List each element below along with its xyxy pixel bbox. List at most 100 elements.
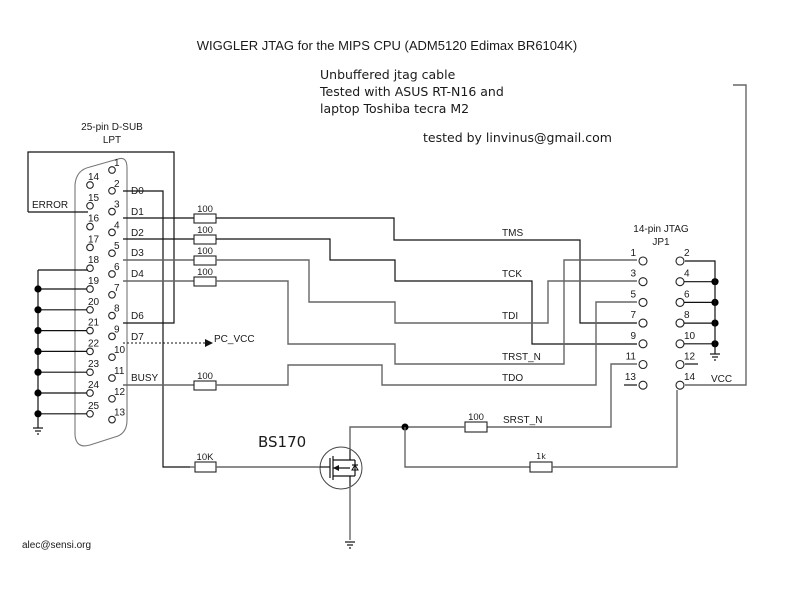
jtag-pin-5 <box>638 297 648 307</box>
resistor-srst <box>464 421 488 433</box>
jtag-pin-10 <box>675 339 685 349</box>
resistor-d1 <box>193 213 217 224</box>
wire-pullup <box>404 427 530 468</box>
resistor-d1-value: 100 <box>197 204 213 215</box>
jtag-sublabel: JP1 <box>652 237 670 248</box>
junction-dot <box>34 327 42 335</box>
lpt-pin-12 <box>108 394 116 403</box>
lpt-pin-number: 15 <box>88 193 100 204</box>
jtag-pin-number: 8 <box>684 310 690 321</box>
jtag-pin-number: 7 <box>630 310 636 321</box>
resistor-gate <box>194 461 217 473</box>
lpt-pin-number: 9 <box>114 324 120 335</box>
wire-tms <box>216 217 637 324</box>
lpt-pin-number: 22 <box>88 338 100 349</box>
lpt-pin-number: 17 <box>88 234 100 245</box>
lpt-pin-number: 10 <box>114 345 126 356</box>
wire-error-loop <box>27 151 175 324</box>
wire-tck <box>216 238 637 345</box>
lpt-pin-11 <box>108 374 116 382</box>
author-email: alec@sensi.org <box>22 540 91 551</box>
lpt-pin-4 <box>108 228 116 237</box>
jtag-pin-8 <box>675 318 685 328</box>
jtag-pin-7 <box>638 318 648 328</box>
resistor-busy <box>193 380 217 391</box>
lpt-pin-number: 7 <box>114 283 120 294</box>
junction-dot <box>34 368 42 376</box>
lpt-pin-number: 21 <box>88 318 100 329</box>
wire-d0 <box>123 190 190 468</box>
note-line-2: Tested with ASUS RT-N16 and <box>319 84 504 99</box>
jtag-pin-6 <box>675 297 685 307</box>
wire-pullup-vcc <box>552 390 678 468</box>
junction-dot <box>34 306 42 314</box>
jtag-pin-number: 11 <box>626 352 637 363</box>
lpt-pin-number: 6 <box>114 262 120 273</box>
junction-dot <box>34 285 42 293</box>
jtag-pin-number: 5 <box>630 289 636 300</box>
signal-busy: BUSY <box>131 373 159 384</box>
lpt-pin-number: 20 <box>88 297 100 308</box>
signal-d4: D4 <box>131 269 144 280</box>
ground-icon <box>345 541 355 549</box>
wire-tdi <box>216 259 637 324</box>
jtag-ground-bus <box>685 260 716 345</box>
resistor-d2 <box>193 234 217 245</box>
lpt-pin-2 <box>108 186 116 195</box>
lpt-pin-number: 19 <box>88 276 100 287</box>
lpt-pin-number: 23 <box>88 359 100 370</box>
lpt-pin-group: 1234567891011121314151617181920212223242… <box>86 158 126 424</box>
jtag-pin-14 <box>675 380 685 390</box>
jtag-pin-number: 10 <box>684 331 696 342</box>
resistor-d4 <box>193 276 217 287</box>
signal-d6: D6 <box>131 311 144 322</box>
jtag-pin-number: 12 <box>684 352 696 363</box>
ground-icon <box>33 427 43 435</box>
resistor-busy-value: 100 <box>197 371 213 382</box>
lpt-pin-6 <box>108 270 116 278</box>
jtag-pin-number: 1 <box>630 248 636 259</box>
signal-d1: D1 <box>131 207 144 218</box>
lpt-pin-number: 1 <box>114 158 120 169</box>
lpt-pin-10 <box>108 353 116 362</box>
lpt-pin-number: 4 <box>114 220 120 231</box>
jtag-pin-11 <box>638 359 648 370</box>
wire-srst <box>487 363 637 428</box>
label-pc-vcc: PC_VCC <box>214 334 255 345</box>
lpt-pin-number: 18 <box>88 255 100 266</box>
jtag-pin-number: 6 <box>684 289 690 300</box>
lpt-pin-9 <box>108 332 116 341</box>
lpt-pin-7 <box>108 290 116 299</box>
transistor-label: BS170 <box>258 433 306 451</box>
jtag-pin-number: 2 <box>684 248 690 259</box>
note-line-3: laptop Toshiba tecra M2 <box>320 101 469 116</box>
resistor-d3 <box>193 255 217 266</box>
note-line-1: Unbuffered jtag cable <box>320 67 456 82</box>
net-trst: TRST_N <box>502 352 541 363</box>
jtag-pin-1 <box>638 256 648 266</box>
jtag-pin-number: 3 <box>630 269 636 280</box>
lpt-pin-14 <box>86 181 94 189</box>
lpt-pin-number: 12 <box>114 387 126 398</box>
lpt-pin-17 <box>86 243 94 252</box>
lpt-pin-5 <box>108 249 116 258</box>
net-tms: TMS <box>502 228 523 239</box>
mosfet-icon <box>319 446 363 490</box>
lpt-pin-number: 5 <box>114 241 120 252</box>
jtag-pin-3 <box>638 277 648 287</box>
diagram-title: WIGGLER JTAG for the MIPS CPU (ADM5120 E… <box>197 38 578 53</box>
lpt-pin-number: 8 <box>114 304 120 315</box>
wire-trst <box>216 259 637 365</box>
jtag-pin-number: 9 <box>630 331 636 342</box>
signal-d3: D3 <box>131 248 144 259</box>
net-tdo: TDO <box>502 373 523 384</box>
resistor-gate-value: 10K <box>197 452 215 463</box>
lpt-pin-number: 2 <box>114 179 120 190</box>
lpt-pin-number: 24 <box>88 380 100 391</box>
lpt-pin-13 <box>108 415 116 424</box>
lpt-sublabel: LPT <box>103 135 121 146</box>
lpt-pin-number: 25 <box>88 401 100 412</box>
junction-dot <box>34 410 42 418</box>
